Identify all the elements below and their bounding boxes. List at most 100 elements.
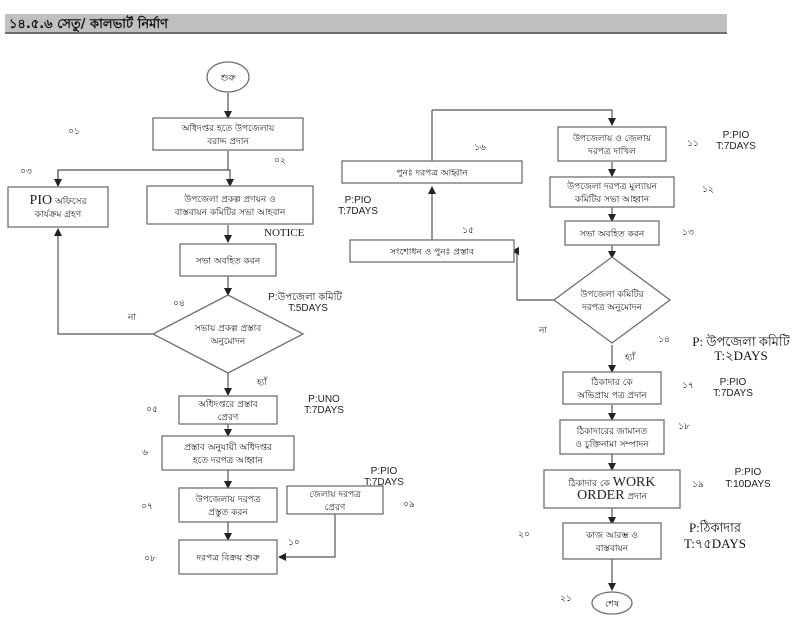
step-label-n13: ১৩: [682, 228, 694, 238]
node-text-n03: কার্যক্রম গ্রহণ: [34, 209, 82, 220]
annotation-n16-t: T:7DAYS: [338, 206, 378, 217]
annotation-n17-t: T:7DAYS: [713, 388, 753, 399]
step-label-n10: ১০: [288, 538, 300, 548]
annotation-n20-t: T:৭৫DAYS: [684, 536, 746, 551]
annotation-n04-t: T:5DAYS: [288, 303, 328, 314]
process-box-n02: [146, 185, 314, 225]
step-label-n15: ১৫: [462, 226, 474, 236]
step-label-n09: ০৯: [403, 500, 415, 510]
process-box-n03: [7, 186, 109, 228]
node-text-n18: ও চুক্তিনামা সম্পাদন: [575, 439, 649, 450]
process-box-n20: [562, 522, 662, 560]
annotation-n16-p: P:PIO: [345, 195, 372, 206]
process-box-n19: [543, 469, 681, 509]
node-text-n17: ঠিকাদার কে: [590, 376, 633, 388]
nodes: শুরুঅধিদপ্তর হতে উপজেলায়বরাদ্দ প্রদানউপ…: [7, 61, 681, 615]
annotation-n19-t: T:10DAYS: [725, 479, 771, 490]
node-text-n06: প্রস্তাব অনুযায়ী অধিদপ্তর: [184, 441, 273, 453]
annotation-n11-p: P:PIO: [723, 130, 750, 141]
edge-n14-no: [511, 247, 555, 301]
step-label-n02: ০২: [274, 156, 286, 166]
edge-loop-n11: [432, 109, 616, 126]
node-text-n18: ঠিকাদারের জামানত: [576, 425, 648, 437]
edge-n01-split: [57, 151, 230, 186]
node-text-n06: হতে দরপত্র আহ্বান: [192, 456, 264, 466]
process-box-n16: [341, 160, 523, 184]
node-text-n19: ORDER প্রদান: [577, 488, 647, 503]
node-text-n02: বাস্তবায়ন কমিটির সভা আহবান: [174, 206, 286, 218]
n04-yes-label: হ্যাঁ: [256, 376, 268, 388]
step-numbers: ০১ ০২ ০৩ ০৪ ০৫ ৬ ০৭ ০৮ ০৯ ১০ ১১ ১২ ১৩ ১৪…: [20, 127, 714, 604]
annotations: P:উপজেলা কমিটি T:5DAYS P:UNO T:7DAYS P:P…: [268, 130, 791, 551]
step-label-n20: ২০: [518, 530, 530, 540]
annotation-n20-p: P:ঠিকাদার: [689, 520, 742, 535]
node-text-n19: ঠিকাদার কে WORK: [567, 475, 655, 490]
process-box-n01: [152, 117, 304, 151]
node-text-n09: প্রেরণ: [325, 503, 346, 513]
step-label-n12: ১২: [702, 185, 714, 195]
node-text-n07: উপজেলায় দরপত্র: [195, 493, 261, 505]
step-label-n06: ৬: [142, 448, 148, 458]
node-text-n05: অধিদপ্তরে প্রস্তাব: [197, 399, 259, 410]
node-text-n20: বাস্তবায়ন: [595, 544, 629, 554]
process-box-n12: [549, 176, 675, 208]
annotation-n09-p: P:PIO: [371, 466, 398, 477]
node-text-n04: অনুমোদন: [210, 337, 246, 347]
process-box-n11: [557, 126, 667, 162]
step-label-n19: ১৯: [692, 480, 704, 490]
n04-no-label: না: [127, 313, 136, 323]
step-label-n11: ১১: [687, 139, 699, 149]
process-box-n07: [178, 487, 278, 523]
decision-n04: [151, 294, 305, 374]
process-box-n06: [161, 435, 295, 471]
step-label-n16: ১৬: [474, 143, 486, 153]
edge-n09-n08: [278, 514, 336, 561]
terminal-start: [206, 61, 250, 93]
decision-n14: [552, 256, 672, 344]
node-text-n11: দরপত্র দাখিল: [587, 146, 636, 157]
annotation-n04-p: P:উপজেলা কমিটি: [268, 290, 342, 303]
node-text-n01: অধিদপ্তর হতে উপজেলায়: [181, 122, 275, 134]
node-text-n09: জেলায় দরপত্র: [309, 490, 361, 500]
node-text-n01: বরাদ্দ প্রদান: [206, 137, 249, 147]
node-text-n14: দরপত্র অনুমোদন: [581, 303, 642, 313]
annotation-n11-t: T:7DAYS: [716, 141, 756, 152]
node-text-n03b: সভা অবহিত করন: [195, 256, 261, 267]
process-box-n05: [178, 395, 278, 425]
process-box-n13: [564, 220, 660, 246]
annotation-n19-p: P:PIO: [735, 467, 762, 478]
node-text-n04: সভায় প্রকল্প প্রস্তাব: [194, 324, 263, 334]
step-label-n08: ০৮: [144, 554, 156, 564]
step-label-n17: ১৭: [682, 381, 694, 391]
process-box-n17: [562, 371, 662, 405]
annotation-n14-p: P: উপজেলা কমিটি: [692, 334, 790, 349]
node-text-n15: সংশোধন ও পুনঃ প্রস্তাব: [389, 248, 475, 258]
process-box-n15: [349, 239, 515, 263]
connectors: [54, 93, 616, 591]
process-box-n18: [559, 419, 665, 455]
annotation-n14-t: T:২DAYS: [714, 348, 768, 363]
node-text-n17: অভিপ্রায় পত্র প্রদান: [576, 390, 647, 401]
section-title: ১৪.৫.৬ সেতু/ কালভার্ট নির্মাণ: [9, 17, 168, 32]
step-label-n05: ০৫: [146, 405, 158, 415]
node-text-n07: প্রস্তুত করন: [208, 508, 248, 518]
node-text-n08: দরপত্র বিক্রয় শুরু: [195, 553, 260, 564]
process-box-n09: [286, 485, 384, 515]
node-text-n11: উপজেলায় ও জেলায়: [572, 132, 652, 144]
annotation-n09-t: T:7DAYS: [364, 477, 404, 488]
node-text-n14: উপজেলা কমিটির: [579, 288, 644, 300]
annotation-n05-t: T:7DAYS: [304, 405, 344, 416]
node-text-n12: উপজেলা দরপত্র মুল্যায়ন: [566, 180, 657, 192]
node-text-n20: কাজ আরম্ভ ও: [585, 531, 638, 541]
step-label-n14: ১৪: [658, 335, 670, 345]
node-text-n13: সভা অবহিত করন: [579, 229, 645, 240]
process-box-n08: [178, 539, 278, 575]
step-label-n04: ০৪: [173, 299, 185, 309]
node-text-n05: প্রেরণ: [218, 413, 239, 423]
notice-label: NOTICE: [264, 227, 305, 239]
node-text-n16: পুনঃ দরপত্র আহ্বান: [396, 169, 468, 179]
step-label-n01: ০১: [68, 127, 80, 137]
edge-n04-no: [54, 228, 155, 335]
terminal-end: [591, 591, 633, 615]
